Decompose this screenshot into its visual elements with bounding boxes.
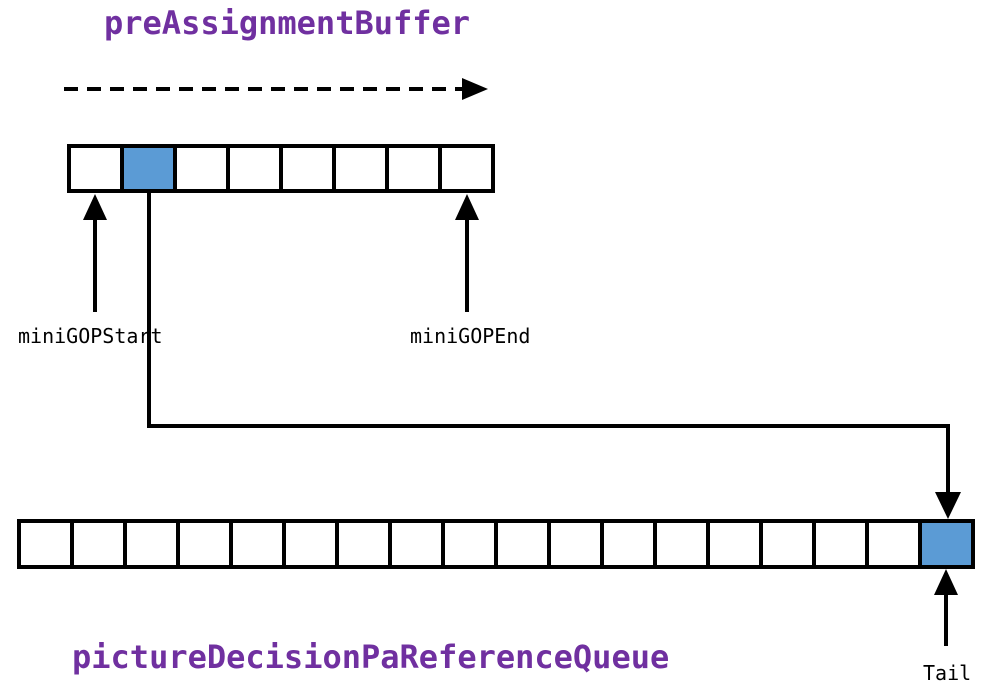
reference-queue-cell-4 [229,519,286,569]
reference-queue-cell-6 [335,519,392,569]
transfer-connector [147,193,961,519]
reference-queue-cell-11 [600,519,657,569]
reference-queue-cell-8 [441,519,498,569]
reference-queue-cell-15 [812,519,869,569]
reference-queue-cell-3 [176,519,233,569]
mini-gop-end-label: miniGOPEnd [410,324,530,348]
tail-pointer [934,569,958,646]
pre-assignment-buffer-cell-3 [226,144,283,193]
pre-assignment-buffer-cell-7 [438,144,495,193]
pre-assignment-buffer-cell-0 [67,144,124,193]
pre-assignment-buffer [67,144,495,193]
mini-gop-end-pointer [455,194,479,312]
pre-assignment-buffer-cell-5 [332,144,389,193]
pre-assignment-buffer-cell-1 [120,144,177,193]
reference-queue-cell-2 [123,519,180,569]
pre-assignment-buffer-cell-4 [279,144,336,193]
direction-arrow [64,78,488,100]
reference-queue-cell-1 [70,519,127,569]
tail-label: Tail [923,661,971,685]
pre-assignment-buffer-cell-2 [173,144,230,193]
mini-gop-start-label: miniGOPStart [18,324,163,348]
reference-queue-cell-7 [388,519,445,569]
reference-queue-cell-0 [17,519,74,569]
reference-queue-cell-9 [494,519,551,569]
reference-queue-cell-14 [759,519,816,569]
picture-decision-pa-reference-queue [17,519,975,569]
picture-decision-queue-title: pictureDecisionPaReferenceQueue [72,638,669,676]
reference-queue-cell-12 [653,519,710,569]
reference-queue-cell-17 [918,519,975,569]
pre-assignment-buffer-title: preAssignmentBuffer [104,4,470,42]
reference-queue-cell-16 [865,519,922,569]
reference-queue-cell-5 [282,519,339,569]
reference-queue-cell-10 [547,519,604,569]
pre-assignment-buffer-cell-6 [385,144,442,193]
mini-gop-start-pointer [83,194,107,312]
reference-queue-cell-13 [706,519,763,569]
